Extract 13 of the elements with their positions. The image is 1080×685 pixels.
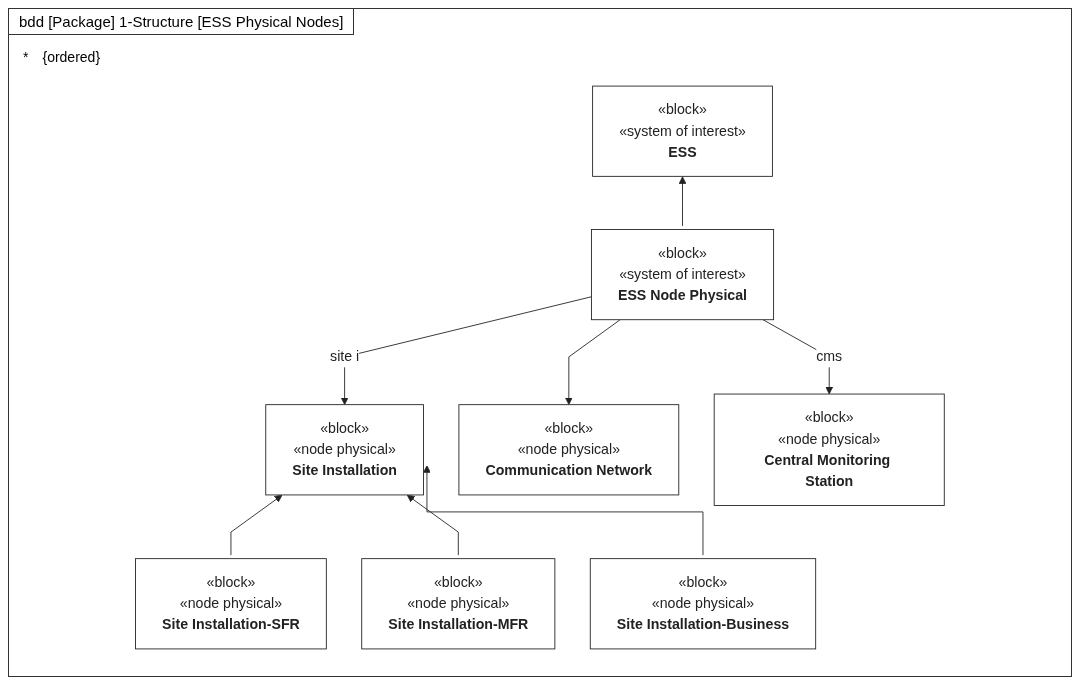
node-box: «block» «node physical» Site Installation-MFR [361,558,556,650]
node-box: «block» «node physical» Central Monitoring Station [713,393,945,506]
node-box: «block» «system of interest» ESS Node Physical [591,229,775,321]
node-box: «block» «system of interest» ESS [592,85,773,177]
multiplicity-label: * [23,49,29,65]
edge-label: site i [330,348,360,364]
node-box: «block» «node physical» Communication Network [458,404,680,496]
node-box: «block» «node physical» Site Installation-Business [589,558,817,650]
node-box: «block» «node physical» Site Installation-SFR [135,558,327,650]
diagram-title: bdd [Package] 1-Structure [ESS Physical Nodes] [9,9,355,35]
edge-label: cms [816,348,843,364]
node-box: «block» «node physical» Site Installation [265,404,424,496]
multiplicity-label: {ordered} [42,49,101,65]
